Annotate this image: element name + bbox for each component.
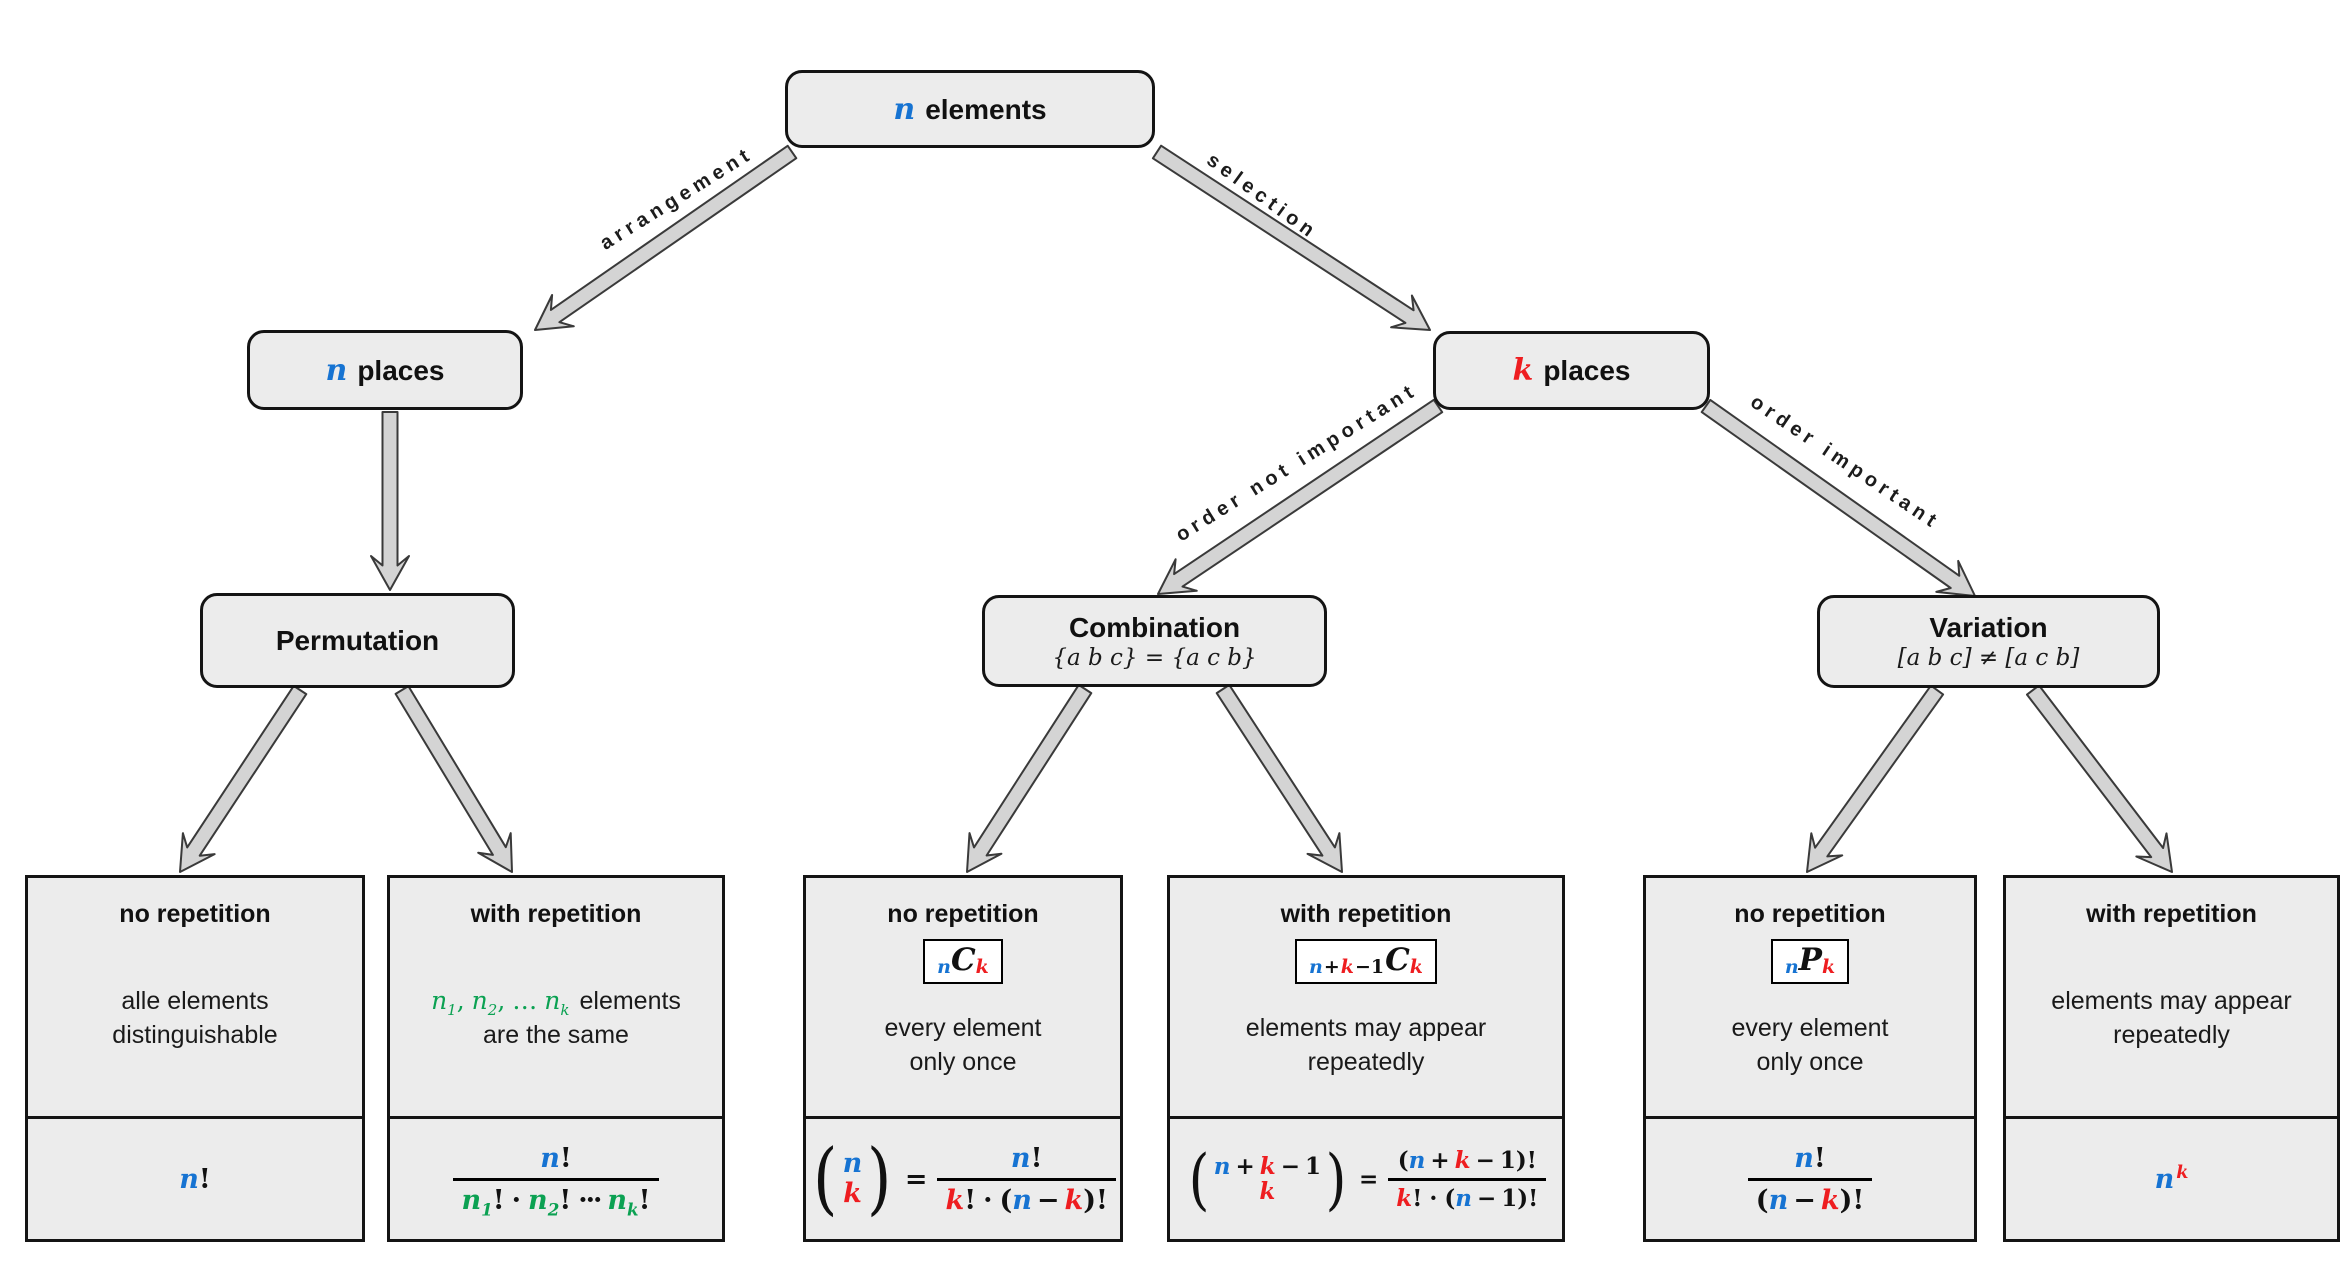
- math-var-k: k: [1512, 353, 1534, 388]
- leaf-description: every element only once: [1731, 1014, 1889, 1076]
- node-label: elements: [925, 93, 1047, 125]
- math-var-n: n: [2154, 1163, 2175, 1195]
- edge-order-not-important: [1157, 398, 1444, 595]
- node-variation: Variation [a b c] ≠ [a c b]: [1817, 595, 2160, 688]
- math-symbol-C: C: [950, 942, 976, 978]
- math-var-n: n: [1784, 956, 1799, 978]
- fraction: n! k!·(n−k)!: [937, 1143, 1116, 1216]
- math-var-k: k: [975, 956, 989, 978]
- fraction-bar: [1747, 1177, 1873, 1181]
- equals-sign: =: [1359, 1165, 1379, 1193]
- math-var-k-exponent: k: [2176, 1162, 2189, 1183]
- math-var-n: n: [937, 956, 951, 978]
- node-label: Permutation: [275, 624, 440, 656]
- fraction-bar: [937, 1177, 1116, 1181]
- math-symbol-P: P: [1798, 942, 1822, 978]
- math-var-n: n: [179, 1163, 199, 1195]
- node-label: places: [1543, 355, 1631, 386]
- leaf-formula-falling-factorial: n! (n−k)!: [1646, 1119, 1974, 1239]
- edge-selection: [1151, 144, 1431, 331]
- node-permutation: Permutation: [200, 593, 515, 688]
- equals-sign: =: [904, 1163, 928, 1195]
- edge-arrangement: [534, 144, 798, 331]
- math-ellipsis: …: [512, 986, 538, 1016]
- edge-combination-to-no-repetition: [966, 683, 1093, 873]
- node-label: Combination: [1068, 611, 1241, 643]
- math-var-n1: n: [461, 1184, 482, 1216]
- fraction: n! n1!·n2!···nk!: [453, 1142, 659, 1217]
- math-var-n: n: [842, 1148, 863, 1180]
- edge-permutation-to-with-repetition: [394, 685, 513, 873]
- math-var-nk: n: [607, 1184, 628, 1216]
- node-n-places: n places: [247, 330, 523, 410]
- node-combination: Combination {a b c} = {a c b}: [982, 595, 1327, 687]
- fraction: n! (n−k)!: [1747, 1143, 1873, 1216]
- edge-order-important: [1700, 398, 1976, 597]
- fraction: (n+k−1)! k!·(n−1)!: [1388, 1147, 1547, 1212]
- node-example: [a b c] ≠ [a c b]: [1897, 645, 2080, 671]
- leaf-title: no repetition: [119, 900, 271, 928]
- math-var-k: k: [843, 1177, 862, 1209]
- leaf-description: alle elements distinguishable: [112, 986, 278, 1049]
- leaf-formula-multiset-binomial: ( n+k−1 k ) = (n+k−1)! k!·(n−1)!: [1170, 1119, 1562, 1239]
- math-var-n: n: [325, 352, 348, 388]
- leaf-description-section: with repetition elements may appear repe…: [2006, 878, 2337, 1119]
- leaf-variation-with-repetition: with repetition elements may appear repe…: [2003, 875, 2340, 1242]
- math-symbol-C: C: [1385, 942, 1410, 978]
- leaf-title: with repetition: [2086, 900, 2257, 928]
- math-var-n: n: [893, 91, 916, 127]
- node-label: places: [357, 354, 445, 386]
- leaf-title: with repetition: [1280, 900, 1452, 928]
- math-var-k: k: [1409, 956, 1423, 978]
- leaf-formula-multinomial: n! n1!·n2!···nk!: [390, 1119, 722, 1239]
- leaf-title: no repetition: [1734, 900, 1886, 928]
- leaf-description-section: no repetition alle elements distinguisha…: [28, 878, 362, 1119]
- fraction-bar: [453, 1177, 659, 1181]
- edge-variation-to-with-repetition: [2026, 684, 2173, 873]
- leaf-permutation-no-repetition: no repetition alle elements distinguisha…: [25, 875, 365, 1242]
- math-var-n1: n: [431, 986, 448, 1016]
- edge-permutation-to-no-repetition: [179, 684, 308, 873]
- leaf-description: elements may appear repeatedly: [1245, 1014, 1487, 1076]
- math-var-n2: n: [471, 986, 488, 1016]
- node-example: {a b c} = {a c b}: [1052, 644, 1257, 671]
- math-var-nk: n: [544, 986, 561, 1016]
- binomial-coefficient: ( n+k−1 k ): [1188, 1139, 1347, 1218]
- leaf-formula-n-factorial: n!: [28, 1119, 362, 1239]
- edge-variation-to-no-repetition: [1806, 684, 1945, 873]
- desc-text: elements: [579, 987, 681, 1016]
- leaf-title: no repetition: [887, 900, 1039, 928]
- math-operator: !: [198, 1163, 211, 1195]
- math-var-n: n: [540, 1142, 560, 1174]
- math-var-k: k: [1821, 956, 1836, 978]
- node-label: Variation: [1929, 612, 2048, 643]
- fraction-bar: [1388, 1177, 1547, 1181]
- leaf-description: every element only once: [884, 1014, 1042, 1076]
- node-k-places: k places: [1433, 331, 1710, 410]
- math-var-n: n: [1309, 956, 1323, 978]
- math-var-k: k: [1340, 956, 1354, 978]
- node-n-elements: n elements: [785, 70, 1155, 148]
- edge-combination-to-with-repetition: [1215, 683, 1343, 873]
- leaf-title: with repetition: [470, 900, 642, 928]
- edge-n-places-to-permutation: [370, 411, 410, 591]
- math-var-n2: n: [528, 1184, 548, 1216]
- leaf-description: elements may appear repeatedly: [2051, 986, 2292, 1049]
